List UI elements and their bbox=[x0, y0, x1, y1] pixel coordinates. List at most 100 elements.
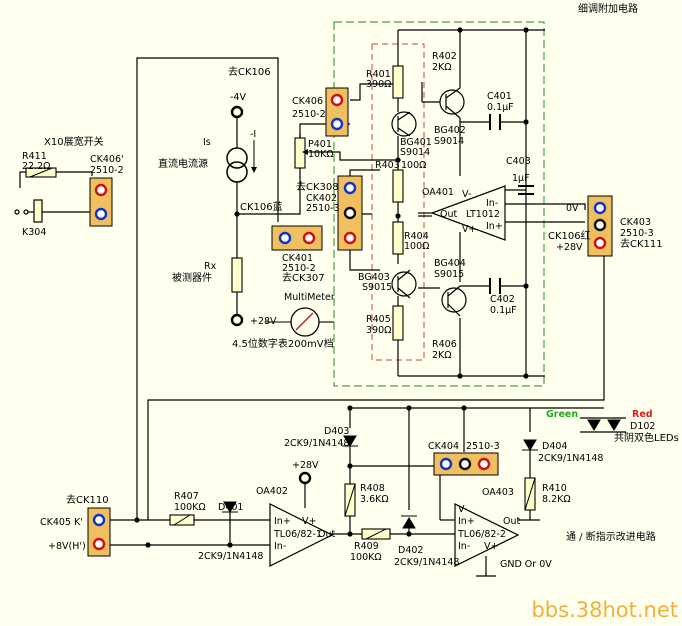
transistor-legs bbox=[397, 87, 461, 317]
ck404-type: 2510-3 bbox=[466, 441, 500, 452]
r408-value: 3.6KΩ bbox=[360, 494, 389, 505]
r409-value: 100KΩ bbox=[350, 552, 382, 563]
goto-ck111: 去CK111 bbox=[620, 239, 663, 250]
c402-name: C402 bbox=[490, 294, 515, 305]
ck106-blue-label: CK106蓝 bbox=[240, 202, 283, 213]
resistor-r405 bbox=[392, 305, 404, 341]
is-label: Is bbox=[203, 137, 211, 148]
plus28v-a: +28V bbox=[250, 316, 277, 327]
ck403-type: 2510-3 bbox=[620, 228, 654, 239]
oa401-in-plus: In+ bbox=[486, 221, 503, 232]
oa402-part: TL06/82-1 bbox=[274, 529, 322, 540]
plus28v-c: +28V bbox=[292, 460, 319, 471]
dut-label: 被测器件 bbox=[172, 273, 212, 284]
ck406-name: CK406 bbox=[292, 96, 323, 107]
d404-name: D404 bbox=[542, 441, 568, 452]
r405-value: 390Ω bbox=[366, 325, 392, 336]
bg402-name: BG402 bbox=[434, 125, 466, 136]
r402-name: R402 bbox=[432, 51, 457, 62]
diode-d404 bbox=[523, 439, 537, 451]
ck402-type: 2510-3 bbox=[306, 203, 340, 214]
switch-k304 bbox=[33, 199, 43, 223]
oa401-label: OA401 bbox=[422, 187, 454, 198]
r401-value: 390Ω bbox=[366, 79, 392, 90]
oa402-label: OA402 bbox=[256, 486, 288, 497]
connectors bbox=[87, 87, 613, 557]
ck402-name: CK402 bbox=[306, 193, 337, 204]
goto-ck307: 去CK307 bbox=[282, 273, 325, 284]
bg401-type: S9014 bbox=[400, 147, 431, 158]
c402-value: 0.1µF bbox=[490, 305, 517, 316]
oa403-out: Out bbox=[503, 516, 521, 527]
r403-name: R403 bbox=[375, 160, 400, 171]
d402-name: D402 bbox=[398, 545, 424, 556]
ck406p-type: 2510-2 bbox=[90, 165, 124, 176]
oa401-vminus: V- bbox=[462, 189, 472, 200]
resistor-p401 bbox=[294, 137, 306, 169]
r408-name: R408 bbox=[360, 483, 385, 494]
ck406-type: 2510-2 bbox=[292, 109, 326, 120]
meter-note: 4.5位数字表200mV档 bbox=[232, 339, 334, 350]
oa403-vplus: V+ bbox=[484, 541, 499, 552]
ck401-name: CK401 bbox=[282, 253, 313, 264]
p401-value: 10KΩ bbox=[308, 149, 334, 160]
zero-v-label: 0V bbox=[566, 203, 579, 214]
r410-value: 8.2KΩ bbox=[542, 494, 571, 505]
diodes bbox=[222, 419, 621, 529]
bg404-type: S9015 bbox=[434, 269, 465, 280]
goto-ck110: 去CK110 bbox=[66, 495, 109, 506]
d403-name: D403 bbox=[324, 426, 350, 437]
bg404-name: BG404 bbox=[434, 258, 466, 269]
diode-d401 bbox=[223, 501, 237, 513]
r406-value: 2KΩ bbox=[432, 350, 452, 361]
r401-name: R401 bbox=[366, 69, 391, 80]
ck106-red-label: CK106红 bbox=[548, 231, 591, 242]
opamps bbox=[269, 185, 520, 567]
resistor-slashes bbox=[29, 149, 536, 540]
r406-name: R406 bbox=[432, 339, 457, 350]
led-note: 共阴双色LEDs bbox=[614, 433, 679, 444]
oa402-in-plus: In+ bbox=[274, 516, 291, 527]
ck406p-name: CK406' bbox=[90, 154, 124, 165]
led-green-label: Green bbox=[546, 409, 579, 420]
opamp-oa403 bbox=[454, 503, 520, 567]
oa401-out: Out bbox=[440, 209, 458, 220]
r404-name: R404 bbox=[404, 231, 429, 242]
oa401-in-minus: In- bbox=[486, 198, 499, 209]
oa402-out: Out bbox=[318, 529, 336, 540]
rx-label: Rx bbox=[204, 261, 217, 272]
capacitors bbox=[489, 114, 534, 294]
k304-label: K304 bbox=[22, 227, 47, 238]
oa403-part: TL06/82-2 bbox=[458, 529, 506, 540]
oa403-vminus: V- bbox=[458, 504, 468, 515]
ck403-name: CK403 bbox=[620, 217, 651, 228]
section-label: 通 / 断指示改进电路 bbox=[566, 532, 656, 543]
goto-ck308: 去CK308 bbox=[296, 182, 339, 193]
resistor-r401 bbox=[392, 65, 404, 99]
d403-type: 2CK9/1N4148 bbox=[284, 438, 350, 449]
neg4v-label: -4V bbox=[230, 92, 246, 103]
resistor-rx bbox=[231, 257, 243, 293]
plus28v-b: +28V bbox=[556, 242, 583, 253]
bg402-type: S9014 bbox=[434, 136, 465, 147]
c401-value: 0.1µF bbox=[487, 102, 514, 113]
oa403-in-minus: In- bbox=[458, 541, 471, 552]
dc-source-label: 直流电流源 bbox=[158, 159, 208, 170]
p401-name: P401 bbox=[308, 139, 332, 150]
bg403-type: S9015 bbox=[362, 282, 393, 293]
oa402-in-minus: In- bbox=[274, 541, 287, 552]
oa401-vplus: V+ bbox=[462, 224, 477, 235]
oa403-label: OA403 bbox=[482, 487, 514, 498]
bg401-name: BG401 bbox=[400, 137, 432, 148]
oa402-vplus: V+ bbox=[302, 516, 317, 527]
bg403-name: BG403 bbox=[358, 272, 390, 283]
ck401-type: 2510-2 bbox=[282, 263, 316, 274]
r403-value: 100Ω bbox=[401, 160, 427, 171]
multimeter bbox=[266, 307, 334, 337]
r407-value: 100KΩ bbox=[174, 502, 206, 513]
gnd-label: GND Or 0V bbox=[500, 559, 552, 570]
c403-name: C403 bbox=[506, 156, 531, 167]
resistor-r404 bbox=[392, 221, 404, 255]
current-source bbox=[226, 147, 248, 183]
